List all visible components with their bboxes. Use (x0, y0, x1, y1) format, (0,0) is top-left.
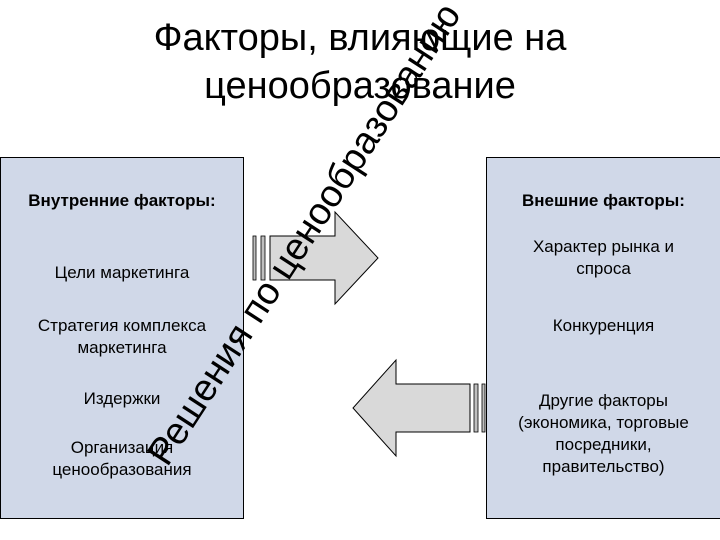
internal-factors-box: Внутренние факторы: Цели маркетинга Стра… (0, 157, 244, 519)
title-line-1: Факторы, влияющие на (153, 17, 567, 59)
external-factor-item: Характер рынка и спроса (532, 237, 675, 278)
title-line-2: ценообразование (204, 65, 516, 107)
external-factors-heading: Внешние факторы: (522, 191, 685, 210)
external-factors-box: Внешние факторы: Характер рынка и спроса… (486, 157, 720, 519)
internal-factor-item: Издержки (83, 389, 161, 408)
internal-factor-item: Стратегия комплекса маркетинга (37, 316, 207, 357)
left-arrow (352, 358, 486, 458)
external-factor-item: Конкуренция (552, 316, 655, 335)
right-arrow (252, 210, 379, 306)
page-title: Факторы, влияющие на ценообразование (0, 14, 720, 110)
external-factor-item: Другие факторы (экономика, торговые поср… (518, 391, 689, 476)
internal-factors-heading: Внутренние факторы: (28, 191, 216, 210)
internal-factor-item: Организация ценообразования (52, 438, 192, 479)
internal-factor-item: Цели маркетинга (54, 263, 190, 282)
